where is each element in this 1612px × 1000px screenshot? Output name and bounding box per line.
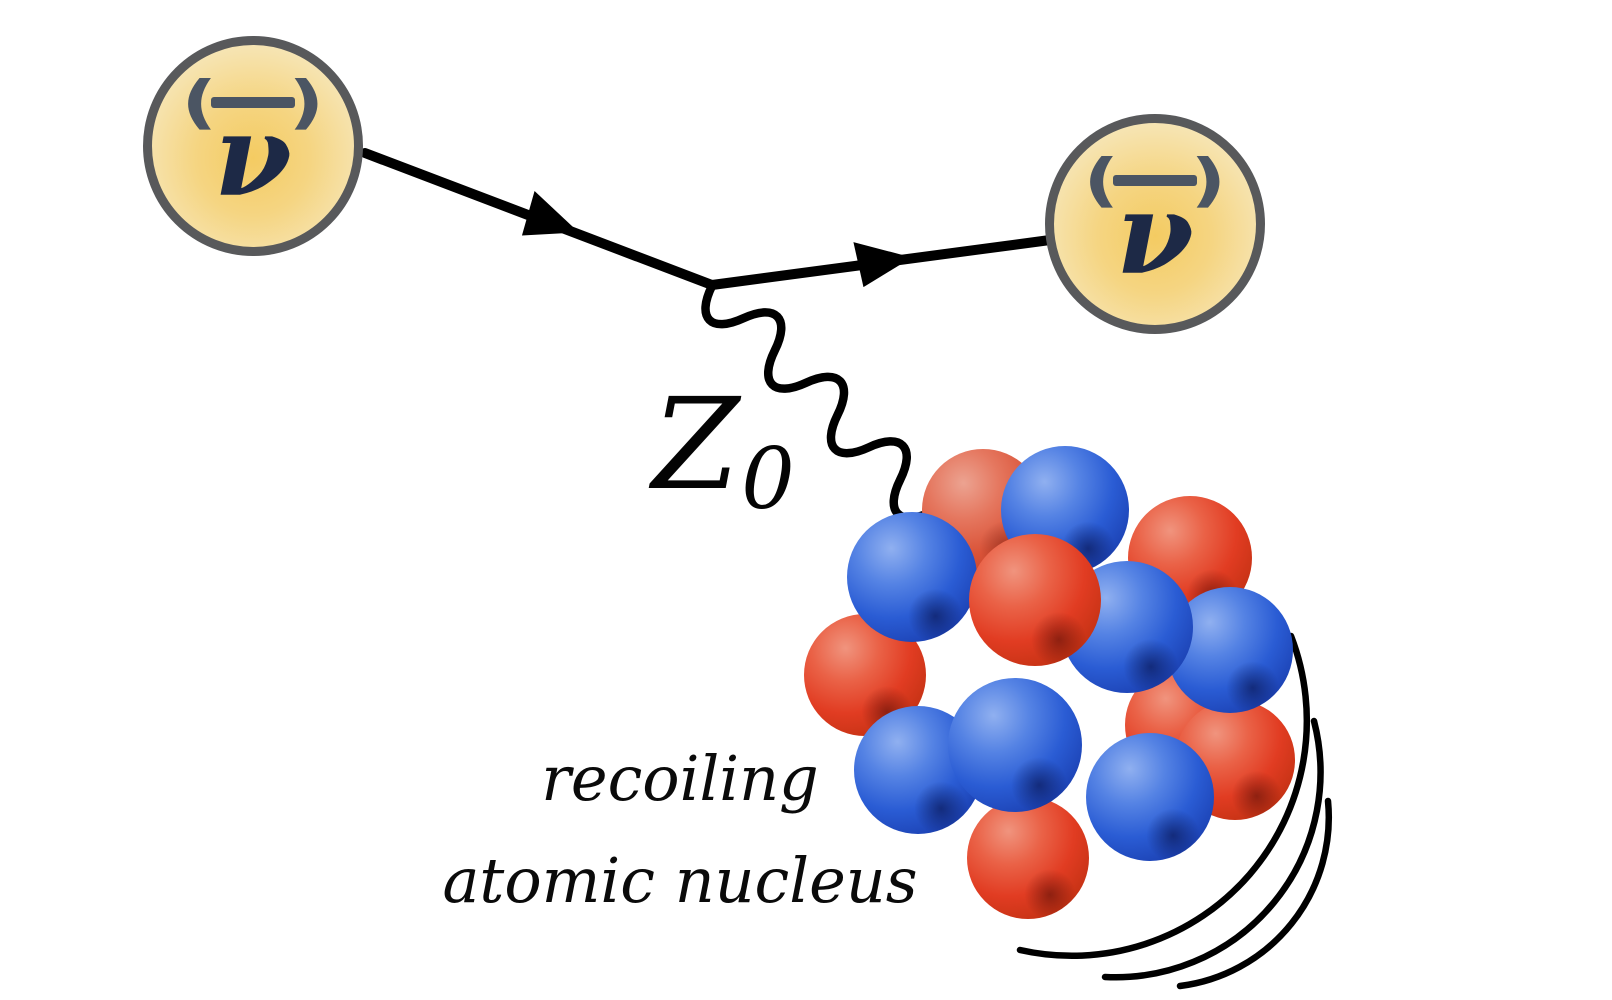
outgoing-neutrino: ( ) ν: [1045, 114, 1265, 334]
antiparticle-bar: [1113, 175, 1197, 186]
recoil-arc-inner: [1176, 797, 1332, 990]
neutrino-symbol: ν: [214, 91, 292, 222]
boson-label-sub: 0: [741, 430, 795, 529]
caption-line-1: recoiling: [541, 742, 819, 815]
boson-label: Z0: [652, 382, 795, 522]
caption-line-2: atomic nucleus: [442, 843, 918, 917]
recoil-arc-middle: [1101, 717, 1324, 981]
antiparticle-bar: [211, 97, 295, 108]
incoming-neutrino: ( ) ν: [143, 36, 363, 256]
boson-label-main: Z: [652, 371, 740, 518]
incoming-arrowhead-icon: [521, 191, 579, 236]
z-boson-wavy-line: [701, 281, 936, 522]
outgoing-arrowhead-icon: [853, 242, 912, 288]
nucleus-caption: recoiling atomic nucleus: [380, 728, 980, 931]
paren-right: ): [1190, 146, 1227, 214]
paren-right: ): [288, 68, 325, 136]
recoil-arc-outer: [1016, 632, 1311, 960]
neutrino-symbol: ν: [1116, 169, 1194, 300]
